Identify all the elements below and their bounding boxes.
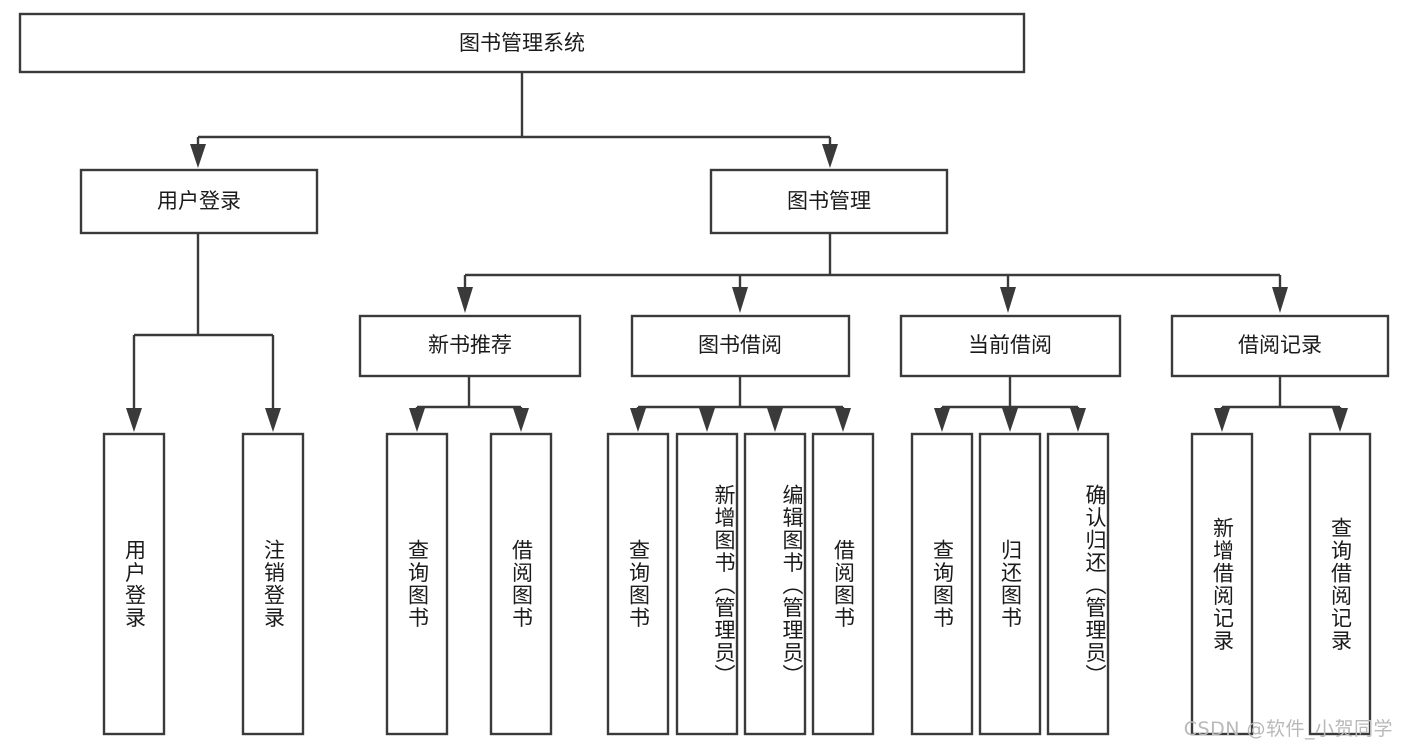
arrowhead-bookborrow-leaf-3 [767, 408, 783, 432]
node-box-leaf-bb-query[interactable] [606, 432, 670, 736]
arrowhead-userlogin-leaf-2 [265, 408, 281, 432]
node-box-leaf-br-query[interactable] [1308, 432, 1372, 736]
node-box-book-manage[interactable] [709, 168, 949, 235]
node-box-leaf-cb-confirm[interactable] [1046, 432, 1110, 736]
arrowhead-root-to-user-login [190, 144, 206, 168]
arrowhead-userlogin-leaf-1 [126, 408, 142, 432]
node-label-new-book-recommend: 新书推荐 [428, 333, 512, 357]
arrowhead-bookborrow-leaf-4 [835, 408, 851, 432]
node-box-current-borrow[interactable] [899, 314, 1122, 378]
node-box-user-login[interactable] [79, 168, 319, 235]
csdn-watermark: CSDN @软件_小贺同学 [1183, 718, 1393, 740]
node-box-leaf-user-logout[interactable] [241, 432, 305, 736]
arrowhead-newbook-leaf-2 [513, 408, 529, 432]
arrowhead-borrowrecord-leaf-1 [1214, 408, 1230, 432]
node-box-leaf-nb-borrow[interactable] [489, 432, 553, 736]
node-box-leaf-cb-query[interactable] [910, 432, 974, 736]
node-label-current-borrow: 当前借阅 [968, 333, 1052, 357]
node-box-leaf-bb-borrow[interactable] [811, 432, 875, 736]
node-box-leaf-nb-query[interactable] [385, 432, 449, 736]
node-box-book-borrow[interactable] [630, 314, 851, 378]
node-box-leaf-cb-return[interactable] [978, 432, 1042, 736]
node-box-root[interactable] [18, 12, 1026, 74]
arrowhead-bookmanage-to-current-borrow [1000, 287, 1016, 313]
arrowhead-borrowrecord-leaf-2 [1332, 408, 1348, 432]
node-box-leaf-bb-edit[interactable] [743, 432, 807, 736]
node-box-leaf-br-add[interactable] [1190, 432, 1254, 736]
node-label-book-borrow: 图书借阅 [698, 333, 782, 357]
arrowhead-bookborrow-leaf-2 [699, 408, 715, 432]
arrowhead-bookmanage-to-borrow-record [1272, 287, 1288, 313]
node-box-leaf-user-login[interactable] [102, 432, 166, 736]
node-label-borrow-record: 借阅记录 [1238, 333, 1322, 357]
arrowhead-bookmanage-to-new-book [457, 287, 473, 313]
arrowhead-currentborrow-leaf-2 [1002, 408, 1018, 432]
connector-layer [126, 72, 1348, 432]
node-box-borrow-record[interactable] [1170, 314, 1390, 378]
arrowhead-newbook-leaf-1 [409, 408, 425, 432]
arrowhead-root-to-book-manage [822, 144, 838, 168]
arrowhead-bookmanage-to-book-borrow [732, 287, 748, 313]
node-box-new-book-recommend[interactable] [358, 314, 582, 378]
arrowhead-currentborrow-leaf-3 [1070, 408, 1086, 432]
node-label-root: 图书管理系统 [459, 31, 585, 55]
node-label-book-manage: 图书管理 [787, 189, 871, 213]
box-layer: 图书管理系统 用户登录 图书管理 新书推荐 图书借阅 当前借阅 借阅记录 [18, 12, 1390, 736]
node-box-leaf-bb-add[interactable] [675, 432, 739, 736]
node-label-user-login: 用户登录 [157, 189, 241, 213]
arrowhead-bookborrow-leaf-1 [630, 408, 646, 432]
arrowhead-currentborrow-leaf-1 [934, 408, 950, 432]
